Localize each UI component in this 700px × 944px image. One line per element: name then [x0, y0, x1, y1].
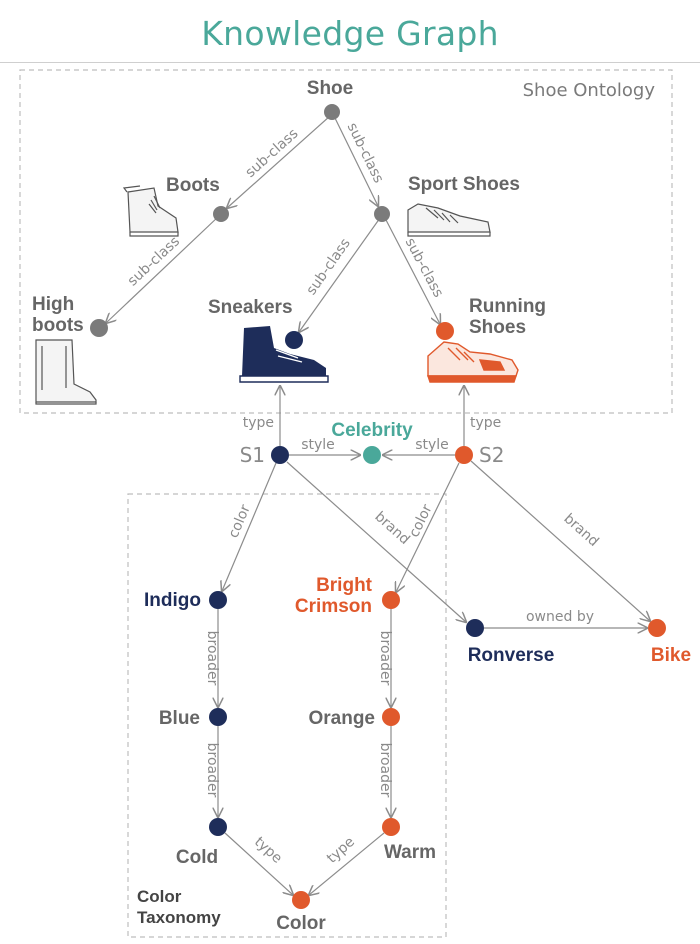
edge-label-shoe-sport: sub-class — [344, 120, 387, 185]
edge-shoe-sport — [333, 115, 378, 206]
edge-label-s1-brand: brand — [371, 509, 412, 548]
shoe-ontology-label: Shoe Ontology — [523, 80, 656, 101]
label-indigo: Indigo — [144, 590, 201, 611]
node-blue[interactable] — [209, 708, 227, 726]
edge-cold-color — [224, 832, 293, 895]
edge-label-s1-type: type — [243, 415, 274, 431]
label-warm: Warm — [384, 842, 436, 863]
node-sport-shoes[interactable] — [374, 206, 390, 222]
edge-label-owned-by: owned by — [526, 609, 594, 625]
label-sneakers: Sneakers — [208, 297, 293, 318]
label-color: Color — [276, 913, 326, 934]
edge-label-s2-type: type — [470, 415, 501, 431]
title-divider — [0, 62, 700, 63]
label-bike: Bike — [651, 645, 691, 666]
label-running-shoes-1: Running — [469, 296, 546, 317]
label-running-shoes-2: Shoes — [469, 317, 526, 338]
sport-shoe-icon — [407, 203, 491, 237]
label-bright-crimson-2: Crimson — [295, 596, 372, 617]
edge-shoe-boots — [227, 115, 331, 208]
label-orange: Orange — [308, 708, 375, 729]
edge-sport-running — [384, 217, 440, 324]
edge-label-sport-sneakers: sub-class — [303, 236, 353, 298]
node-bright-crimson[interactable] — [382, 591, 400, 609]
edge-s2-brand — [470, 460, 650, 621]
label-blue: Blue — [159, 708, 200, 729]
node-warm[interactable] — [382, 818, 400, 836]
edge-label-warm-color: type — [324, 834, 358, 867]
edge-label-sport-running: sub-class — [402, 235, 447, 300]
node-celebrity[interactable] — [363, 446, 381, 464]
color-taxonomy-label-1: Color — [137, 887, 182, 906]
running-shoe-icon — [427, 341, 519, 383]
boot-icon — [122, 185, 179, 237]
node-running-shoes[interactable] — [436, 322, 454, 340]
label-ronverse: Ronverse — [468, 645, 555, 666]
node-color[interactable] — [292, 891, 310, 909]
label-s2: S2 — [479, 443, 504, 467]
node-bike[interactable] — [648, 619, 666, 637]
high-boot-icon — [35, 339, 97, 405]
label-bright-crimson-1: Bright — [316, 575, 373, 596]
color-taxonomy-label-2: Taxonomy — [137, 908, 221, 927]
shoe-ontology-box — [19, 69, 673, 414]
node-high-boots[interactable] — [90, 319, 108, 337]
node-ronverse[interactable] — [466, 619, 484, 637]
edge-label-crimson-orange: broader — [377, 631, 393, 686]
label-celebrity: Celebrity — [331, 420, 413, 441]
label-sport-shoes: Sport Shoes — [408, 174, 520, 195]
node-orange[interactable] — [382, 708, 400, 726]
edge-label-shoe-boots: sub-class — [243, 126, 302, 181]
edge-label-blue-cold: broader — [204, 743, 220, 798]
label-high-boots-2: boots — [32, 315, 84, 336]
label-cold: Cold — [176, 847, 218, 868]
edge-label-boots-high: sub-class — [125, 233, 183, 289]
node-cold[interactable] — [209, 818, 227, 836]
edge-boots-high — [106, 215, 220, 323]
edge-s1-brand — [286, 461, 466, 622]
edge-label-s2-style: style — [415, 437, 449, 453]
edge-s1-color — [222, 462, 277, 591]
edge-sport-sneakers — [299, 217, 381, 332]
edge-label-orange-warm: broader — [377, 743, 393, 798]
edge-label-s1-style: style — [301, 437, 335, 453]
node-boots[interactable] — [213, 206, 229, 222]
node-s1[interactable] — [271, 446, 289, 464]
page-title: Knowledge Graph — [201, 14, 499, 53]
label-boots: Boots — [166, 175, 220, 196]
label-s1: S1 — [240, 443, 265, 467]
node-shoe[interactable] — [324, 104, 340, 120]
node-s2[interactable] — [455, 446, 473, 464]
node-indigo[interactable] — [209, 591, 227, 609]
edge-warm-color — [309, 832, 385, 895]
label-high-boots-1: High — [32, 294, 74, 315]
sneaker-icon — [239, 326, 329, 383]
edge-label-indigo-blue: broader — [204, 631, 220, 686]
label-shoe: Shoe — [307, 78, 353, 99]
color-taxonomy-box — [127, 493, 447, 938]
edge-label-s2-brand: brand — [560, 511, 601, 550]
edge-label-s1-color: color — [226, 502, 254, 540]
edge-s2-color — [396, 462, 460, 592]
node-sneakers[interactable] — [285, 331, 303, 349]
